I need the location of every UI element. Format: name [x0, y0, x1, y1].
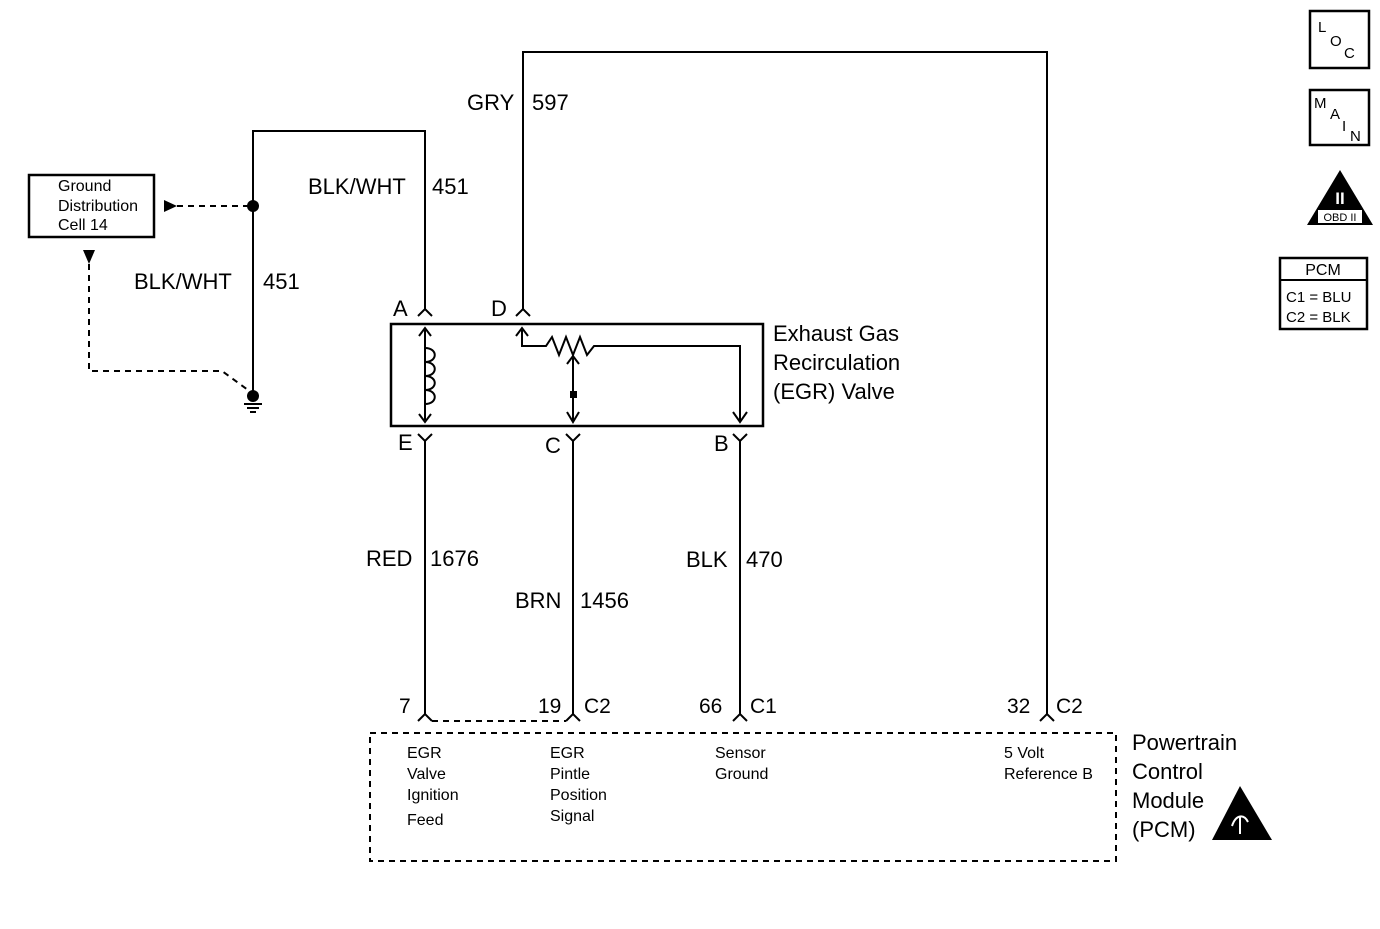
- loc-letter-o: O: [1330, 33, 1342, 50]
- pcm-fn-ignition-line3: Ignition: [407, 787, 459, 804]
- pcm-fn-ignition-line1: EGR: [407, 745, 442, 762]
- egr-valve-title-line3: (EGR) Valve: [773, 379, 895, 404]
- pcm-pin-7-chevron-icon: [417, 712, 433, 722]
- loc-letter-l: L: [1318, 19, 1326, 36]
- pcm-fn-reference-line1: 5 Volt: [1004, 745, 1045, 762]
- ground-reference-arrow-down-icon: [83, 250, 95, 264]
- pcm-legend-c2: C2 = BLK: [1286, 309, 1351, 326]
- pcm-pin-32-number: 32: [1007, 695, 1030, 718]
- pcm-title-line2: Control: [1132, 759, 1203, 784]
- main-letter-n: N: [1350, 128, 1361, 145]
- sensor-ground-wire-circuit: 470: [746, 547, 783, 572]
- connector-e-chevron-icon: [417, 433, 433, 443]
- main-letter-m: M: [1314, 95, 1327, 112]
- signal-wire-circuit: 1456: [580, 588, 629, 613]
- signal-wire-color: BRN: [515, 588, 561, 613]
- location-symbol-box: [1308, 9, 1371, 70]
- pcm-box: [369, 732, 1117, 862]
- pcm-fn-pintle-line1: EGR: [550, 745, 585, 762]
- ground-distribution-line2: Distribution: [58, 198, 138, 215]
- egr-pin-e: E: [398, 430, 413, 455]
- connector-b-chevron-icon: [732, 433, 748, 443]
- reference-wire-circuit: 597: [532, 90, 569, 115]
- pcm-pin-66-chevron-icon: [732, 712, 748, 722]
- chassis-ground-icon: [244, 403, 262, 413]
- obd-ii-label: OBD II: [1323, 212, 1356, 224]
- pcm-pin-32-connector: C2: [1056, 695, 1083, 718]
- pcm-title-line4: (PCM): [1132, 817, 1196, 842]
- connector-d-chevron-icon: [515, 307, 531, 317]
- loc-letter-c: C: [1344, 45, 1355, 62]
- obd-ii-label-plate: [1318, 210, 1362, 223]
- egr-pin-a: A: [393, 296, 408, 321]
- ground-wire-upper-color: BLK/WHT: [308, 174, 406, 199]
- pcm-fn-reference-line2: Reference B: [1004, 766, 1093, 783]
- main-letter-a: A: [1330, 106, 1340, 123]
- egr-valve-title-line2: Recirculation: [773, 350, 900, 375]
- ground-wire-lower-circuit: 451: [263, 269, 300, 294]
- pcm-fn-ignition-line2: Valve: [407, 766, 446, 783]
- pcm-pin-19-number: 19: [538, 695, 561, 718]
- main-letter-i: I: [1342, 118, 1346, 135]
- pcm-pin-66-number: 66: [699, 695, 722, 718]
- egr-valve-title-line1: Exhaust Gas: [773, 321, 899, 346]
- ignition-wire-color: RED: [366, 546, 412, 571]
- pcm-title-line3: Module: [1132, 788, 1204, 813]
- egr-pin-b: B: [714, 431, 729, 456]
- ground-reference-arrow-icon: [164, 200, 177, 212]
- sensor-ground-wire-color: BLK: [686, 547, 728, 572]
- pcm-title-line1: Powertrain: [1132, 730, 1237, 755]
- ground-wire-451: [252, 130, 426, 396]
- ground-distribution-line1: Ground: [58, 178, 111, 195]
- reference-wire-color: GRY: [467, 90, 515, 115]
- ground-distribution-line3: Cell 14: [58, 217, 108, 234]
- egr-pin-d: D: [491, 296, 507, 321]
- ignition-wire-circuit: 1676: [430, 546, 479, 571]
- main-symbol-box: [1308, 88, 1371, 147]
- pcm-fn-pintle-line4: Signal: [550, 808, 594, 825]
- reference-wire-597: [522, 51, 1048, 714]
- pcm-pin-32-chevron-icon: [1039, 712, 1055, 722]
- pcm-pin-19-chevron-icon: [565, 712, 581, 722]
- egr-valve-box: [389, 322, 765, 428]
- pcm-fn-ground-line2: Ground: [715, 766, 768, 783]
- solenoid-coil-icon: [418, 326, 436, 424]
- pcm-pin-19-connector: C2: [584, 695, 611, 718]
- pcm-legend-c1: C1 = BLU: [1286, 289, 1351, 306]
- pcm-connector-legend: [1278, 256, 1369, 331]
- position-sensor-potentiometer-icon: [515, 326, 748, 424]
- pcm-legend-title: PCM: [1305, 262, 1341, 279]
- ground-wire-upper-circuit: 451: [432, 174, 469, 199]
- connector-a-chevron-icon: [417, 307, 433, 317]
- pcm-pin-66-connector: C1: [750, 695, 777, 718]
- ground-wire-lower-color: BLK/WHT: [134, 269, 232, 294]
- pcm-fn-ignition-line4: Feed: [407, 812, 443, 829]
- esd-warning-icon: [1212, 786, 1272, 840]
- egr-pin-c: C: [545, 433, 561, 458]
- pcm-fn-pintle-line2: Pintle: [550, 766, 590, 783]
- ground-reference-dashed-return: [88, 264, 249, 391]
- pcm-fn-ground-line1: Sensor: [715, 745, 766, 762]
- pcm-fn-pintle-line3: Position: [550, 787, 607, 804]
- obd-ii-numeral: II: [1335, 189, 1344, 208]
- pcm-pin-7-number: 7: [399, 695, 411, 718]
- connector-c-chevron-icon: [565, 433, 581, 443]
- ground-distribution-box: [27, 173, 156, 239]
